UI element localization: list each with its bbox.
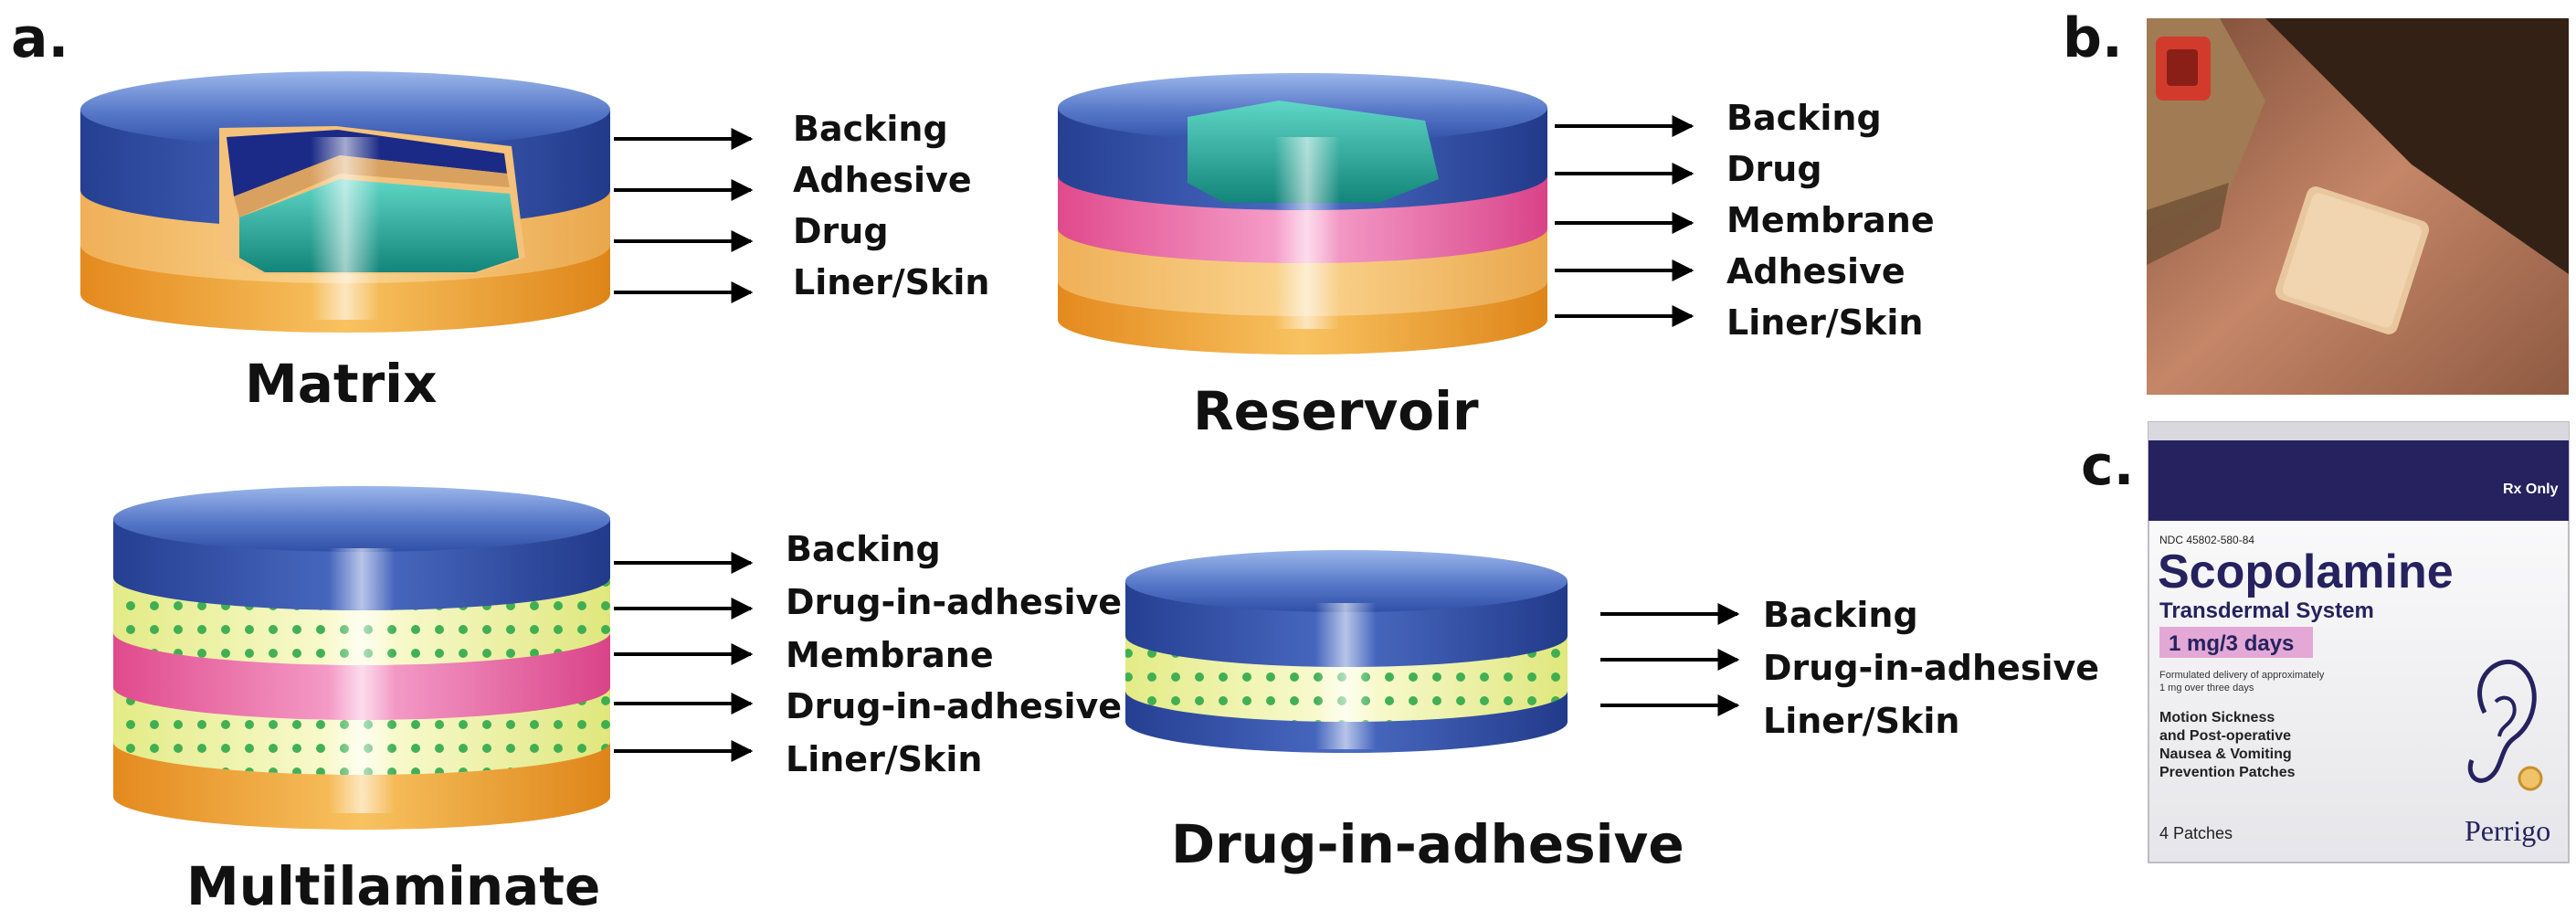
rx-only-label: Rx Only [2503,482,2559,497]
layer-label: Backing [793,109,948,149]
indication-line: Prevention Patches [2159,765,2296,780]
layer-label: Membrane [786,635,994,675]
delivery-line: 1 mg over three days [2159,683,2254,693]
layer-label: Liner/Skin [1763,701,1959,741]
delivery-line: Formulated delivery of approximately [2159,670,2325,681]
layer-label: Membrane [1726,200,1935,240]
reservoir-layer-labels: Backing Drug Membrane Adhesive Liner/Ski… [1726,98,1935,343]
multilaminate-title: Multilaminate [186,855,600,917]
manufacturer-logo: Perrigo [2465,814,2550,847]
layer-label: Liner/Skin [786,739,982,779]
multilaminate-arrows [614,552,754,762]
reservoir-title: Reservoir [1193,380,1479,442]
indication-line: and Post-operative [2159,728,2291,744]
panel-label-b: b. [2063,6,2123,70]
matrix-title: Matrix [245,353,437,415]
layer-label: Drug-in-adhesive [1763,648,2099,688]
layer-label: Liner/Skin [793,262,989,302]
patch-count: 4 Patches [2159,824,2233,842]
layer-label: Adhesive [793,160,972,200]
drug-in-adhesive-arrows [1600,603,1740,716]
product-subtitle: Transdermal System [2159,598,2374,623]
layer-label: Backing [1726,98,1882,138]
layer-label: Liner/Skin [1726,302,1923,343]
drug-in-adhesive-layer-labels: Backing Drug-in-adhesive Liner/Skin [1763,595,2099,741]
patch-on-arm-photo [2147,18,2569,395]
multilaminate-layer-labels: Backing Drug-in-adhesive Membrane Drug-i… [786,529,1122,779]
dose-label: 1 mg/3 days [2169,631,2294,656]
layer-label: Adhesive [1726,251,1906,291]
indication-line: Motion Sickness [2159,710,2275,725]
drug-in-adhesive-title: Drug-in-adhesive [1171,813,1684,875]
scopolamine-package: Rx Only NDC 45802-580-84 Scopolamine Tra… [2148,421,2570,863]
matrix-arrows [614,128,754,303]
layer-label: Drug-in-adhesive [786,686,1122,726]
ear-icon [2467,660,2543,791]
layer-label: Backing [1763,595,1918,635]
ndc-number: NDC 45802-580-84 [2159,534,2254,546]
panel-label-c: c. [2081,434,2134,498]
reservoir-patch [1058,73,1547,355]
brand-name: Scopolamine [2158,545,2454,598]
reservoir-arrows [1555,115,1694,327]
layer-label: Drug-in-adhesive [786,582,1122,622]
indication-line: Nausea & Vomiting [2159,746,2292,762]
drug-in-adhesive-patch [1125,550,1568,753]
matrix-layer-labels: Backing Adhesive Drug Liner/Skin [793,109,989,302]
multilaminate-patch [113,486,610,830]
matrix-patch [80,71,610,333]
panel-label-a: a. [11,6,69,70]
layer-label: Backing [786,529,941,569]
layer-label: Drug [793,211,889,251]
layer-label: Drug [1726,149,1822,189]
